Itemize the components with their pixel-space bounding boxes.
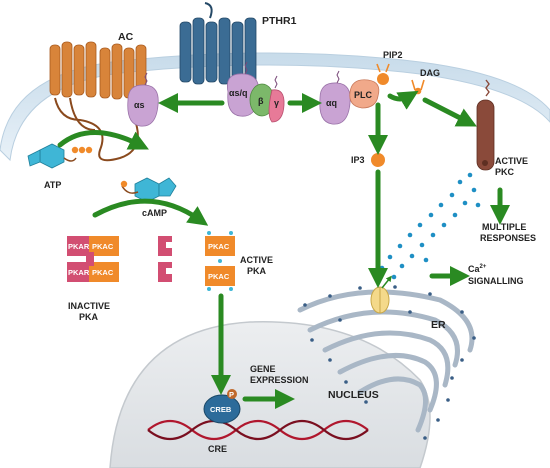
inactive-pka-label-2: PKA [79,312,99,322]
pthr1-receptor [179,17,257,85]
active-pka [205,231,235,291]
nucleus-label: NUCLEUS [328,389,379,401]
active-pkac-label-bottom: PKAC [208,272,230,281]
plasma-membrane [0,0,550,150]
camp-molecule [120,177,177,203]
calcium-label: Ca2+ [468,264,487,274]
endoplasmic-reticulum [297,289,475,433]
er-ribosomes [303,285,476,440]
atp-label: ATP [44,180,61,190]
g-protein-complex [226,61,285,123]
cre-label: CRE [208,444,227,454]
multiple-responses-label-1: MULTIPLE [482,222,526,232]
active-pka-label-1: ACTIVE [240,255,273,265]
signalling-label: SIGNALLING [468,276,524,286]
g-beta-label: β [258,96,264,106]
pkar-label-top: PKAR [68,242,90,251]
g-alpha-sq-label: αs/q [229,88,248,98]
dag-label: DAG [420,68,440,78]
active-pkc-label-2: PKC [495,167,515,177]
active-pkac-label-top: PKAC [208,242,230,251]
creb-label: CREB [210,405,232,414]
pthr1-n-terminus [204,2,213,19]
pip2-molecule [376,63,390,85]
arrow-dag-to-pkc [422,97,477,127]
dna-helix [147,419,369,441]
camp-label: cAMP [142,208,167,218]
arrow-pip2-to-dag [387,90,419,110]
multiple-responses-label-2: RESPONSES [480,233,536,243]
alpha-s-label: αs [134,100,145,110]
calcium-ions [379,172,481,280]
pip2-label: PIP2 [383,50,403,60]
pkac-label-top: PKAC [92,242,114,251]
pkac-label-bottom: PKAC [92,268,114,277]
arrow-ac-to-camp [57,130,149,150]
plc-enzyme [349,79,380,109]
ip3-molecule [371,153,385,167]
dag-molecule [411,79,425,95]
inactive-pka [67,236,119,282]
nucleus [109,321,431,468]
phosphate-label: P [229,390,234,399]
ip3-label: IP3 [351,155,365,165]
g-alpha-q-subunit [319,82,351,125]
gene-expression-label-2: EXPRESSION [250,375,309,385]
atp-molecule [27,143,93,169]
ip3-receptor-channel [370,275,392,314]
alpha-q-label: αq [326,98,337,108]
pka-regulatory-released [158,236,172,282]
pkar-label-bottom: PKAR [68,268,90,277]
active-pkc [476,79,495,171]
active-pkc-label-1: ACTIVE [495,156,528,166]
creb-protein [203,394,241,424]
active-pka-label-2: PKA [247,266,267,276]
arrow-camp-to-pka [92,198,209,226]
gene-expression-label-1: GENE [250,364,276,374]
pathway-arrows [57,90,510,409]
calcium-text: Ca [468,264,480,274]
g-gamma-label: γ [274,98,279,108]
pthr1-label: PTHR1 [262,15,297,27]
inactive-pka-label-1: INACTIVE [68,301,110,311]
er-label: ER [431,319,446,331]
calcium-superscript: 2+ [480,264,487,270]
plc-label: PLC [354,90,373,100]
ac-label: AC [118,31,134,43]
